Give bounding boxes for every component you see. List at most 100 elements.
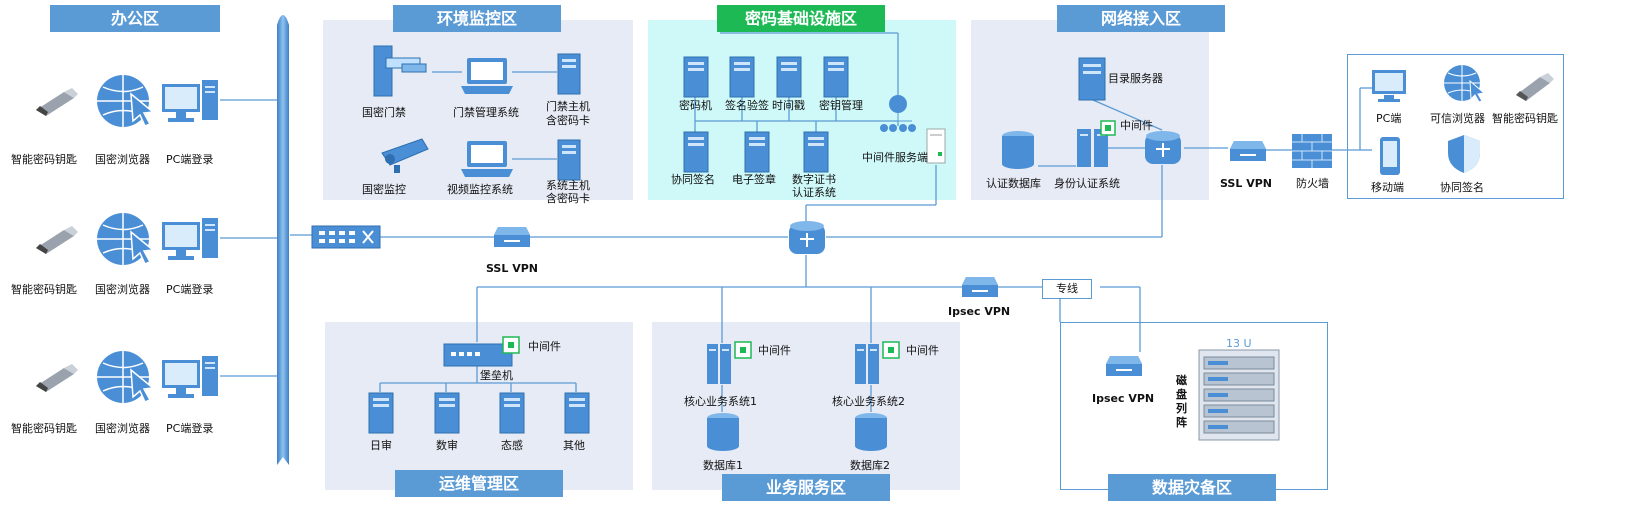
office-zone-header: 办公区 (50, 5, 220, 32)
crypto-server-label: 电子签章 (732, 173, 776, 186)
remote-zone (1347, 54, 1564, 199)
ops-server-icon (368, 392, 394, 438)
ops-item-label: 日审 (370, 439, 392, 452)
door-host-label-1: 门禁主机 (546, 100, 590, 113)
crypto-zone-header: 密码基础设施区 (717, 5, 885, 32)
chip-icon (1100, 120, 1116, 136)
office-browser-label: 国密浏览器 (95, 283, 150, 296)
auth-server-icon (1077, 129, 1108, 167)
directory-server-icon (1078, 57, 1106, 101)
bastion-label: 堡垒机 (480, 369, 513, 382)
camera-label: 国密监控 (362, 183, 406, 196)
backup-ipsec-vpn-icon (1106, 356, 1142, 376)
network-middleware-label: 中间件 (1120, 119, 1153, 132)
usb-key-icon (32, 362, 80, 398)
business-system-2-label: 核心业务系统2 (832, 395, 905, 408)
user-group-icon (880, 95, 916, 132)
ops-server-icon (434, 392, 460, 438)
browser-globe-icon (1444, 65, 1486, 103)
auth-database-icon (1002, 131, 1034, 169)
mobile-icon (1380, 137, 1400, 175)
crypto-server-icon (823, 56, 849, 102)
business-server-1-icon (707, 344, 731, 384)
middleware-server-icon (926, 128, 946, 164)
pc-icon (1372, 70, 1406, 102)
office-browser-label: 国密浏览器 (95, 422, 150, 435)
chip-icon (502, 336, 520, 354)
disk-array-rack-icon (1198, 349, 1280, 441)
core-router-icon (789, 221, 825, 254)
ops-server-icon (564, 392, 590, 438)
ops-item-label: 数审 (436, 439, 458, 452)
directory-server-label: 目录服务器 (1108, 72, 1163, 85)
office-browser-label: 国密浏览器 (95, 153, 150, 166)
system-host-label-1: 系统主机 (546, 179, 590, 192)
crypto-server-label: 密钥管理 (819, 99, 863, 112)
firewall-icon (1292, 134, 1332, 168)
database-2-icon (855, 413, 887, 451)
pc-icon (162, 354, 220, 410)
network-zone-header: 网络接入区 (1057, 5, 1225, 32)
crypto-server-icon (683, 56, 709, 102)
office-key-label: 智能密码钥匙 (11, 153, 77, 166)
auth-database-label: 认证数据库 (986, 177, 1041, 190)
system-host-server-icon (557, 139, 581, 181)
backup-zone-header: 数据灾备区 (1108, 474, 1276, 501)
backup-ipsec-vpn-label: Ipsec VPN (1092, 392, 1155, 405)
browser-globe-icon (95, 72, 157, 134)
ops-item-label: 态感 (501, 439, 523, 452)
browser-globe-icon (95, 210, 157, 272)
ssl-vpn-icon (1230, 141, 1266, 161)
crypto-server-label: 协同签名 (671, 173, 715, 186)
business-zone-header: 业务服务区 (722, 474, 890, 501)
office-pc-label: PC端登录 (166, 153, 214, 166)
cert-label-2: 认证系统 (792, 186, 836, 199)
switch-icon (311, 225, 381, 249)
usb-key-icon (1516, 73, 1554, 101)
network-router-icon (1145, 131, 1181, 164)
door-host-server-icon (557, 53, 581, 95)
office-pc-label: PC端登录 (166, 422, 214, 435)
business-middleware-2-label: 中间件 (906, 344, 939, 357)
middleware-server-label: 中间件服务端 (862, 151, 928, 164)
network-ssl-vpn-label: SSL VPN (1220, 177, 1272, 190)
rack-label: 13 U (1226, 337, 1252, 350)
remote-browser-label: 可信浏览器 (1430, 112, 1485, 125)
database-2-label: 数据库2 (850, 459, 890, 472)
ops-zone-header: 运维管理区 (395, 470, 563, 497)
database-1-label: 数据库1 (703, 459, 743, 472)
center-ipsec-vpn-label: Ipsec VPN (948, 305, 1011, 318)
business-middleware-1-label: 中间件 (758, 344, 791, 357)
browser-globe-icon (95, 348, 157, 410)
camera-icon (381, 138, 429, 173)
disk-label-2: 盘 (1176, 388, 1187, 401)
ops-server-icon (499, 392, 525, 438)
crypto-server-label: 密码机 (679, 99, 712, 112)
crypto-server-icon (803, 131, 829, 177)
ops-middleware-label: 中间件 (528, 340, 561, 353)
disk-label-4: 阵 (1176, 416, 1187, 429)
disk-label-3: 列 (1176, 402, 1187, 415)
center-ipsec-vpn-icon (962, 277, 998, 297)
door-label: 国密门禁 (362, 106, 406, 119)
network-zone (971, 20, 1209, 200)
crypto-server-icon (744, 131, 770, 177)
dedicated-line-label: 专线 (1042, 279, 1092, 299)
auth-system-label: 身份认证系统 (1054, 177, 1120, 190)
env-zone-header: 环境监控区 (393, 5, 561, 32)
door-system-label: 门禁管理系统 (453, 106, 519, 119)
bastion-icon (443, 343, 513, 367)
remote-pc-label: PC端 (1376, 112, 1402, 125)
crypto-server-icon (683, 131, 709, 177)
usb-key-icon (32, 224, 80, 260)
usb-key-icon (32, 86, 80, 122)
video-system-label: 视频监控系统 (447, 183, 513, 196)
center-ssl-vpn-label: SSL VPN (486, 262, 538, 275)
crypto-server-label: 签名验签 (725, 99, 769, 112)
crypto-server-icon (729, 56, 755, 102)
center-ssl-vpn-icon (494, 227, 530, 247)
chip-icon (734, 341, 752, 359)
pc-icon (162, 78, 220, 134)
door-icon (373, 45, 427, 97)
